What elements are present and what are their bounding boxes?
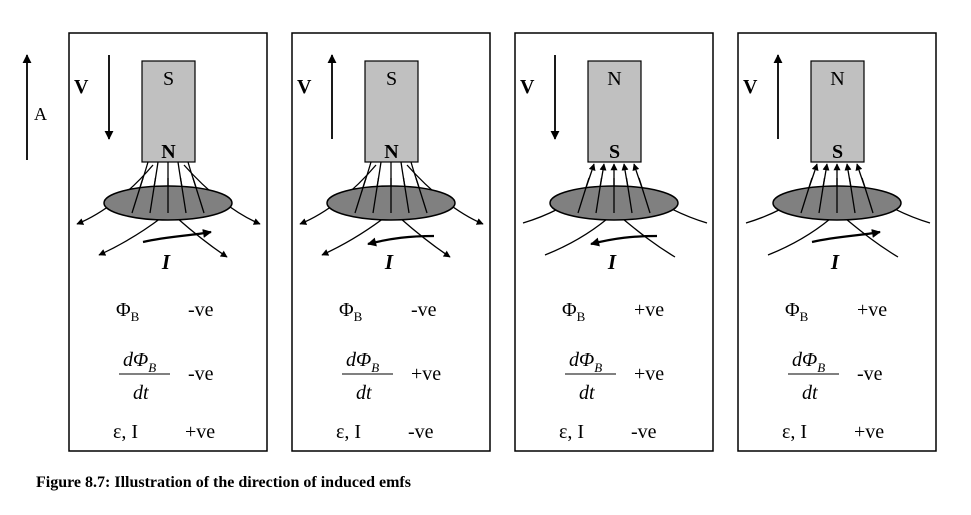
emf-label: ε, I: [336, 421, 361, 443]
rate-numerator: dΦB: [346, 349, 379, 375]
figure-caption: Figure 8.7: Illustration of the directio…: [36, 474, 411, 491]
field-arrow-lower-left: [321, 217, 385, 256]
bar-magnet: [810, 60, 865, 163]
field-line-segment: [848, 177, 856, 214]
magnet-top-pole: S: [386, 68, 397, 90]
rate-denominator: dt: [133, 382, 149, 404]
rate-sign: +ve: [634, 363, 664, 385]
current-arrow: [590, 234, 658, 247]
velocity-label: V: [297, 76, 312, 98]
flux-label: ΦB: [339, 299, 363, 324]
emf-label: ε, I: [559, 421, 584, 443]
flux-label: ΦB: [116, 299, 140, 324]
field-line-segment: [415, 177, 428, 214]
magnet-bottom-pole: S: [609, 141, 620, 163]
field-line-lower-left: [544, 218, 608, 256]
field-line-segment: [595, 177, 603, 214]
panel-2: V S N I ΦB -ve dΦB dt +ve ε, I -ve: [291, 32, 491, 452]
current-label: I: [830, 250, 840, 274]
bar-magnet: [141, 60, 196, 163]
field-line-segment: [638, 177, 651, 214]
flux-sign: -ve: [411, 299, 437, 321]
flux-sign: +ve: [634, 299, 664, 321]
panel-frame: [514, 32, 714, 452]
field-lines-front: [354, 177, 428, 214]
panel-frame: [68, 32, 268, 452]
magnet-bottom-pole: N: [161, 141, 176, 163]
velocity-label: V: [743, 76, 758, 98]
panel-4: V N S I ΦB +ve dΦB dt -ve ε, I +ve: [737, 32, 937, 452]
bar-magnet: [587, 60, 642, 163]
field-lines-front: [131, 177, 205, 214]
field-line-segment: [818, 177, 826, 214]
current-label: I: [161, 250, 171, 274]
rate-sign: +ve: [411, 363, 441, 385]
velocity-label: V: [74, 76, 89, 98]
current-label: I: [384, 250, 394, 274]
panel-frame: [291, 32, 491, 452]
rate-denominator: dt: [579, 382, 595, 404]
rate-denominator: dt: [802, 382, 818, 404]
field-line-segment: [149, 177, 157, 214]
flux-sign: +ve: [857, 299, 887, 321]
rate-sign: -ve: [188, 363, 214, 385]
magnet-bottom-pole: N: [384, 141, 399, 163]
rate-numerator: dΦB: [123, 349, 156, 375]
rate-numerator: dΦB: [792, 349, 825, 375]
field-line-lower-right: [622, 218, 676, 258]
emf-sign: -ve: [631, 421, 657, 443]
current-label: I: [607, 250, 617, 274]
panel-frame: [737, 32, 937, 452]
magnet-bottom-pole: S: [832, 141, 843, 163]
reference-axis: A: [22, 54, 47, 160]
field-line-segment: [192, 177, 205, 214]
magnet-top-pole: N: [830, 68, 844, 90]
rate-sign: -ve: [857, 363, 883, 385]
field-line-segment: [131, 177, 144, 214]
flux-label: ΦB: [562, 299, 586, 324]
field-line-segment: [861, 177, 874, 214]
current-arrow: [811, 229, 881, 244]
flux-label: ΦB: [785, 299, 809, 324]
magnet-top-pole: S: [163, 68, 174, 90]
field-line-segment: [402, 177, 410, 214]
field-lines-front: [800, 177, 874, 214]
field-line-segment: [372, 177, 380, 214]
rate-numerator: dΦB: [569, 349, 602, 375]
current-arrow: [142, 229, 212, 244]
rate-denominator: dt: [356, 382, 372, 404]
emf-label: ε, I: [782, 421, 807, 443]
flux-sign: -ve: [188, 299, 214, 321]
velocity-label: V: [520, 76, 535, 98]
emf-sign: -ve: [408, 421, 434, 443]
field-line-lower-right: [845, 218, 899, 258]
field-line-segment: [354, 177, 367, 214]
bar-magnet: [364, 60, 419, 163]
field-line-segment: [625, 177, 633, 214]
emf-sign: +ve: [185, 421, 215, 443]
field-lines-front: [577, 177, 651, 214]
field-line-lower-left: [767, 218, 831, 256]
axis-label: A: [34, 104, 47, 124]
panel-1: V S N I ΦB -ve dΦB dt -ve ε, I +ve: [68, 32, 268, 452]
field-arrow-lower-right: [176, 217, 228, 258]
emf-sign: +ve: [854, 421, 884, 443]
field-arrow-lower-right: [399, 217, 451, 258]
field-line-segment: [577, 177, 590, 214]
panel-3: V N S I ΦB +ve dΦB dt +ve ε, I -ve: [514, 32, 714, 452]
current-arrow: [367, 234, 435, 247]
emf-label: ε, I: [113, 421, 138, 443]
field-line-segment: [179, 177, 187, 214]
field-line-segment: [800, 177, 813, 214]
field-arrow-lower-left: [98, 217, 162, 256]
magnet-top-pole: N: [607, 68, 621, 90]
